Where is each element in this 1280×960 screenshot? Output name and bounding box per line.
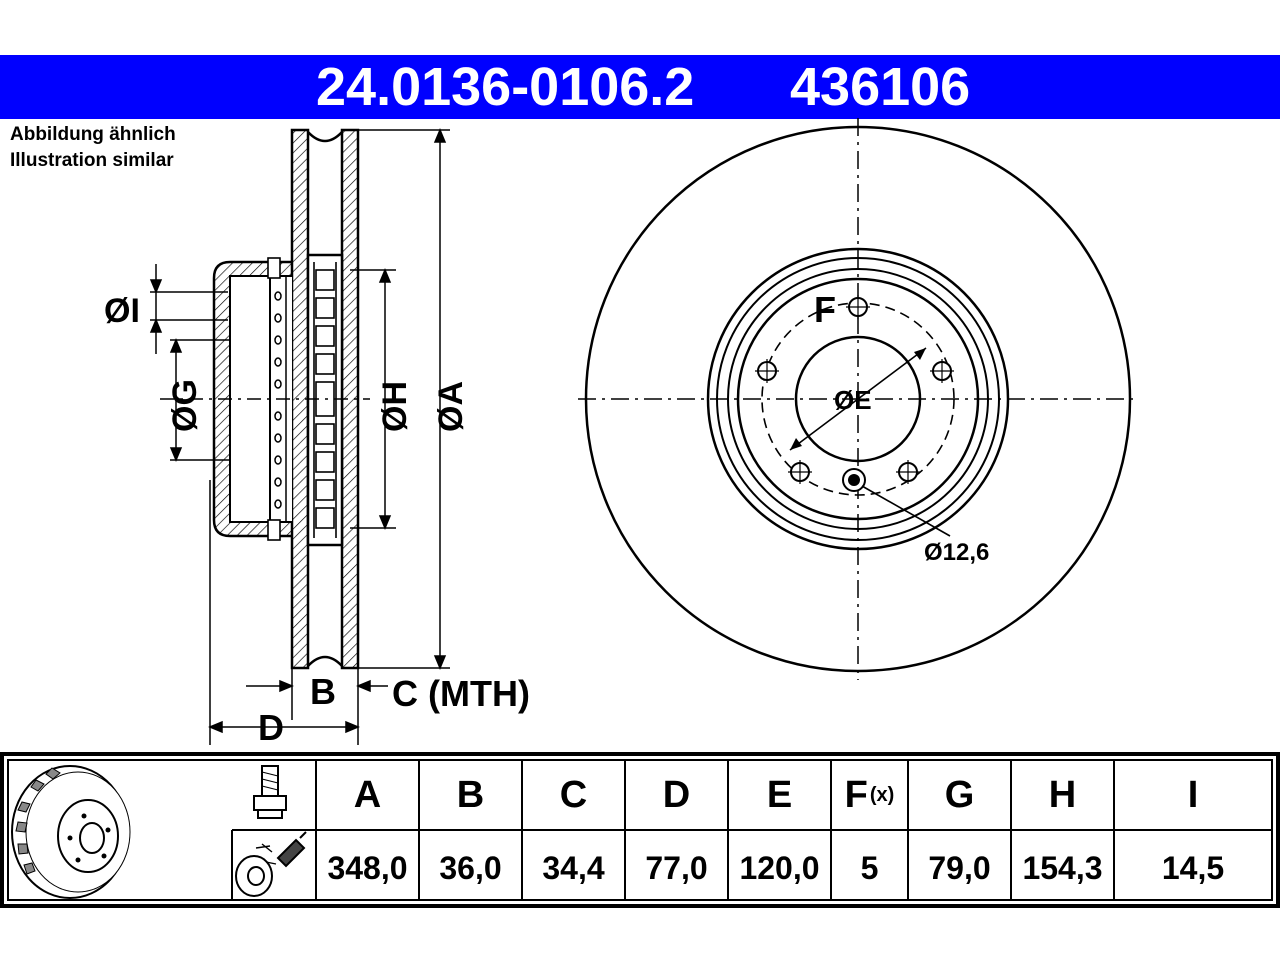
dim-label-hole: Ø12,6 — [924, 539, 989, 566]
value-g: 79,0 — [928, 849, 991, 886]
brake-disc-icon — [11, 765, 131, 899]
header-c: C — [559, 773, 588, 816]
note-english: Illustration similar — [10, 150, 174, 171]
value-d: 77,0 — [645, 849, 708, 886]
bolt-icon — [253, 765, 287, 819]
dimensions-table: A B C D E F(x) G H I 348,0 36,0 34,4 77,… — [0, 752, 1280, 908]
header-b: B — [456, 773, 485, 816]
header-i: I — [1187, 773, 1199, 816]
table-grid — [0, 752, 1280, 908]
header-f: F(x) — [831, 760, 908, 830]
value-f: 5 — [860, 849, 879, 886]
value-i: 14,5 — [1161, 849, 1225, 886]
part-number: 24.0136-0106.2 — [316, 57, 695, 117]
value-e: 120,0 — [739, 849, 820, 886]
title-banner: 24.0136-0106.2 436106 — [0, 55, 1280, 119]
header-f-label: F — [844, 773, 868, 816]
value-c: 34,4 — [542, 849, 605, 886]
dim-label-d: D — [258, 707, 284, 748]
spray-cleaner-icon — [235, 831, 307, 897]
note-german: Abbildung ähnlich — [10, 124, 176, 145]
header-a: A — [353, 773, 382, 816]
dim-label-f: F — [814, 289, 836, 330]
value-b: 36,0 — [439, 849, 502, 886]
dim-label-h: ØH — [376, 381, 414, 432]
header-g: G — [944, 773, 975, 816]
illustration-note: Abbildung ähnlich Illustration similar — [10, 122, 176, 174]
dim-label-i: ØI — [104, 292, 140, 330]
header-e: E — [766, 773, 793, 816]
header-h: H — [1048, 773, 1077, 816]
dim-label-b: B — [310, 671, 336, 712]
header-f-sub: (x) — [869, 783, 895, 806]
dim-label-e: ØE — [834, 385, 872, 415]
dim-label-g: ØG — [166, 379, 204, 432]
side-dimension-lines — [149, 128, 450, 745]
header-d: D — [662, 773, 691, 816]
dim-label-a: ØA — [432, 381, 470, 432]
value-h: 154,3 — [1022, 849, 1103, 886]
reference-number: 436106 — [790, 57, 971, 117]
dim-label-c: C (MTH) — [392, 673, 530, 714]
value-a: 348,0 — [327, 849, 408, 886]
front-view — [578, 118, 1138, 680]
side-section-view — [160, 128, 370, 670]
